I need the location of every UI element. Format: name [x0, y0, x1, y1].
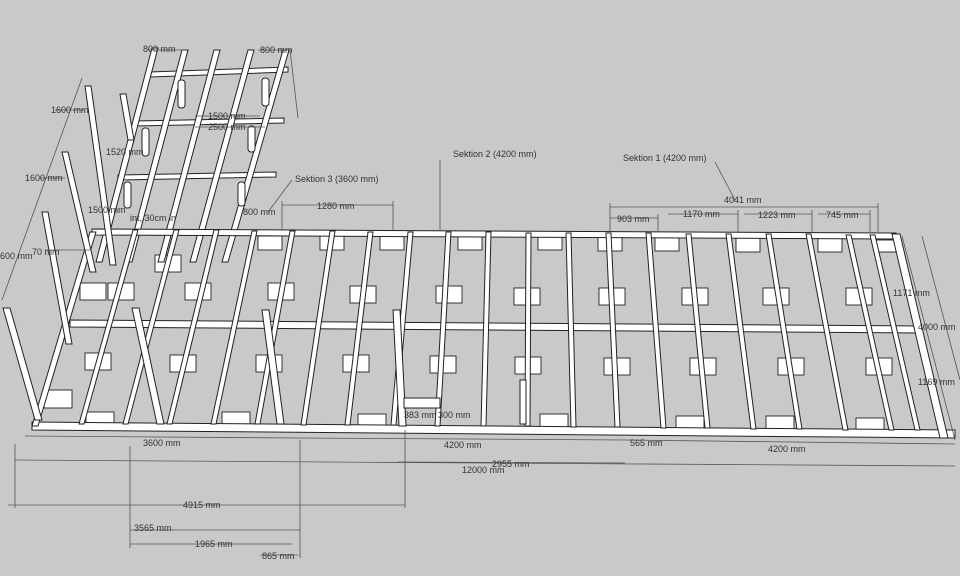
dim-label: 4200 mm: [444, 440, 482, 450]
annex-joist: [95, 47, 159, 263]
posts: [2, 85, 527, 427]
annex-post: [261, 77, 270, 107]
post: [131, 307, 165, 425]
joist: [605, 232, 621, 428]
small-block: [403, 397, 441, 409]
annex-joist: [125, 49, 189, 263]
dim-label: 1170 mm: [683, 209, 720, 219]
joist: [845, 234, 895, 431]
joist: [805, 233, 849, 431]
joist: [524, 232, 532, 427]
pad: [79, 282, 107, 301]
joist: [300, 230, 336, 426]
dim-label: 1171 mm: [893, 288, 930, 298]
dim-label: 383 mm: [404, 410, 437, 420]
post: [41, 211, 73, 345]
annex-frame: [95, 47, 290, 263]
annex-post: [177, 79, 186, 109]
pad: [654, 236, 680, 252]
dim-label: 4915 mm: [183, 500, 221, 510]
post: [61, 151, 97, 273]
pad: [539, 413, 569, 429]
dim-label: 1500 mm: [88, 205, 126, 215]
pad: [457, 235, 483, 251]
dim-label: 4200 mm: [768, 444, 806, 454]
annex-post: [247, 125, 256, 153]
joist: [122, 229, 180, 425]
pad: [379, 235, 405, 251]
joist: [765, 233, 803, 430]
post: [2, 307, 43, 421]
annex-joist: [189, 49, 255, 263]
dim-label: 1600 mm: [51, 105, 89, 115]
post: [119, 93, 135, 141]
annex-beam: [149, 66, 289, 78]
post: [519, 379, 527, 425]
dim-label: 2955 mm: [492, 459, 530, 469]
pad: [735, 237, 761, 253]
annex-post: [123, 181, 132, 209]
dim-label: 1600 mm: [25, 173, 63, 183]
joist: [344, 231, 374, 426]
pad: [435, 285, 463, 304]
dim-label: 3600 mm: [143, 438, 181, 448]
dim-label: 2500 mm: [208, 122, 246, 132]
joist: [480, 231, 492, 427]
post: [392, 309, 407, 427]
dim-label: 1965 mm: [195, 539, 233, 549]
pad: [817, 237, 843, 253]
joist: [210, 230, 258, 425]
main-joists: [78, 229, 921, 431]
joist: [685, 233, 711, 429]
post: [84, 85, 117, 266]
dim-label: 4000 mm: [918, 322, 956, 332]
dim-label: 4041 mm: [724, 195, 762, 205]
joist: [645, 232, 667, 429]
annex-post: [141, 127, 150, 157]
dim-label: 800 mm: [143, 44, 176, 54]
annex-joist: [157, 49, 221, 263]
annex-post: [237, 181, 246, 207]
pad: [257, 235, 283, 251]
joist: [869, 234, 921, 431]
joist: [78, 229, 139, 425]
post: [261, 309, 285, 425]
dim-label: 1500 mm: [208, 111, 246, 121]
dimension-lines: [1, 49, 960, 558]
dim-label: 600 mm: [0, 251, 33, 261]
beam-front: [31, 421, 956, 439]
dim-label: 865 mm: [262, 551, 295, 561]
dim-label: 12000 mm: [462, 465, 505, 475]
dim-label: 903 mm: [617, 214, 650, 224]
dim-label: 300 mm: [438, 410, 471, 420]
joist: [254, 230, 296, 425]
pad: [537, 235, 563, 251]
beam-right-end: [891, 233, 949, 439]
dim-label: 1169 mm: [918, 377, 955, 387]
dim-label: 800 mm: [243, 207, 276, 217]
dim-label: 1223 mm: [758, 210, 796, 220]
joist: [166, 229, 220, 425]
section-2-label: Sektion 2 (4200 mm): [453, 149, 537, 159]
section-1-label: Sektion 1 (4200 mm): [623, 153, 707, 163]
dim-label: 745 mm: [826, 210, 859, 220]
section-3-label: Sektion 3 (3600 mm): [295, 174, 379, 184]
dim-label: 800 mm: [260, 45, 293, 55]
joist: [434, 231, 452, 427]
dim-label: int, 30cm in: [130, 213, 176, 223]
dim-label: 565 mm: [630, 438, 663, 448]
joist: [725, 233, 757, 430]
dim-label: 1520 mm: [106, 147, 144, 157]
dim-label: 3565 mm: [134, 523, 172, 533]
joist: [565, 232, 577, 428]
dim-label: 70 mm: [32, 247, 60, 257]
dim-label: 1280 mm: [317, 201, 355, 211]
